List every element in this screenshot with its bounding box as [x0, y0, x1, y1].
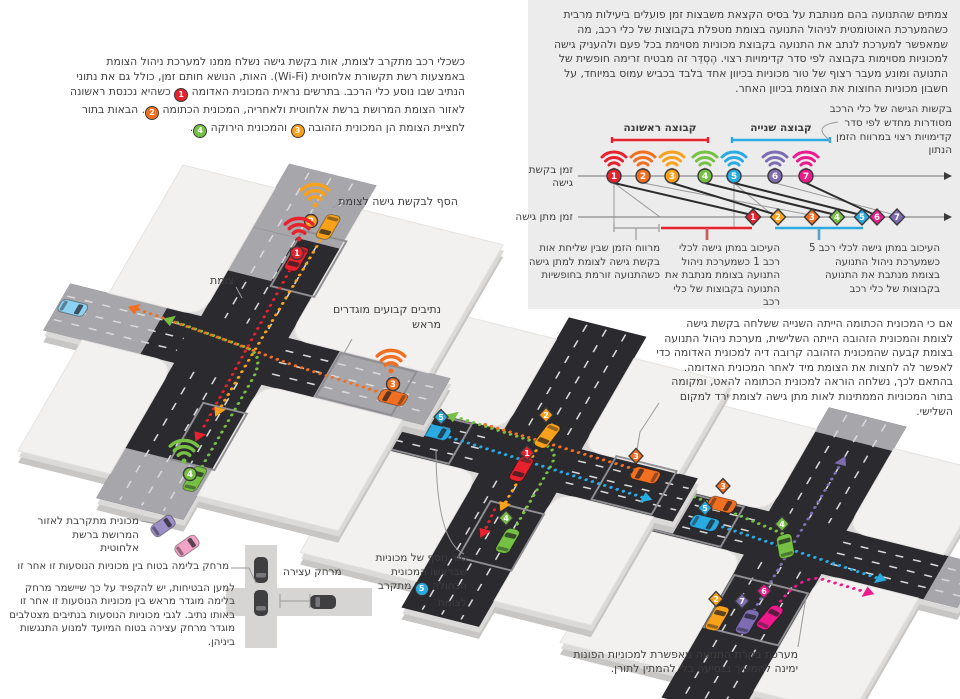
car-orange [706, 495, 738, 514]
intro-paragraph: צמתים שהתנועה בהם מנותבת על בסיס הקצאת מ… [554, 8, 948, 95]
badge-4: 4 [193, 124, 208, 138]
tile3-markers: 3 5 4 2 7 6 [697, 477, 790, 610]
car-black [254, 590, 268, 616]
car-gold [533, 423, 561, 449]
right-turn-label: מערכת בקרת התנועה מאפשרת למכוניות הפונות… [573, 648, 798, 676]
svg-text:3: 3 [720, 482, 726, 491]
axis-request-label: זמן בקשת גישה [528, 164, 573, 189]
svg-text:7: 7 [739, 597, 745, 606]
car-pink [174, 534, 200, 558]
approaching-label: מכונית מתקרבת לאזור המרושת ברשת אלחוטית [37, 515, 139, 554]
car-black [254, 557, 268, 583]
svg-text:6: 6 [761, 587, 767, 596]
svg-text:5: 5 [731, 172, 737, 182]
car-lavender [150, 514, 176, 538]
car-gold [315, 214, 341, 240]
svg-text:7: 7 [894, 213, 900, 223]
svg-text:3: 3 [669, 172, 675, 182]
svg-text:7: 7 [803, 172, 809, 182]
car-red [508, 456, 534, 482]
badge-2: 2 [145, 106, 160, 120]
tile1-markers: 2 1 4 3 [168, 182, 407, 482]
svg-text:2: 2 [543, 411, 549, 420]
svg-text:3: 3 [633, 452, 639, 461]
svg-text:2: 2 [713, 595, 719, 604]
svg-text:6: 6 [874, 213, 880, 223]
svg-text:1: 1 [294, 249, 300, 259]
car-green [495, 527, 520, 554]
svg-text:2: 2 [640, 172, 646, 182]
car-purple [734, 608, 760, 635]
grant-diamonds: 1 2 3 4 5 6 7 [744, 207, 906, 227]
svg-text:4: 4 [187, 470, 193, 480]
svg-text:5: 5 [702, 504, 708, 513]
svg-text:4: 4 [834, 213, 840, 223]
car-orange [377, 388, 409, 407]
axis-grant-label: זמן מתן גישה [515, 211, 573, 223]
svg-text:5: 5 [438, 413, 444, 422]
wifi-icon [720, 150, 748, 173]
middle-paragraph: אם כי המכונית הכתומה הייתה השנייה ששלחה … [656, 317, 953, 418]
caption-delay5: העיכוב במתן גישה לכלי רכב 5 כשמערכת ניהו… [809, 243, 940, 295]
braking-label: מרחק בלימה בטוח בין מכוניות הנוסעות זו א… [17, 561, 229, 572]
request-circles: 1 2 3 4 5 6 7 [606, 168, 814, 184]
svg-text:5: 5 [859, 213, 865, 223]
svg-text:6: 6 [772, 172, 778, 182]
svg-text:1: 1 [611, 172, 617, 182]
car-orange [629, 466, 661, 484]
car-green [775, 533, 795, 559]
badge-5: 5 [414, 582, 429, 596]
caption-delay1: העיכוב במתן גישה לכלי רכב 1 כשמערכת ניהו… [664, 243, 780, 309]
stopping-distance-inset [226, 545, 372, 648]
timeline-note: בקשות הגישה של כלי הרכב מסודרות מחדש לפי… [829, 103, 952, 157]
svg-text:4: 4 [702, 172, 708, 182]
car-magenta [755, 604, 784, 631]
intersection-1 [17, 163, 505, 543]
timeline-diagram [578, 121, 952, 240]
car-gold [704, 605, 730, 632]
wifi-icon [761, 150, 789, 173]
svg-text:1: 1 [750, 213, 756, 223]
svg-text:3: 3 [809, 213, 815, 223]
svg-text:2: 2 [775, 213, 781, 223]
car-cyan [689, 514, 720, 532]
badge-3: 3 [290, 124, 305, 138]
car-black [310, 595, 336, 609]
badge-1: 1 [174, 88, 189, 102]
queue-label: טור נוסף של מכוניות שבראשו המכונית הכחול… [375, 552, 467, 609]
fixed-lanes-label: נתיבים קבועים מוגדרים מראש [333, 303, 441, 331]
svg-text:3: 3 [390, 380, 396, 390]
safety-paragraph: למען הבטיחות, יש להקפיד על כך שיישמר מרח… [9, 583, 235, 648]
svg-text:4: 4 [779, 520, 785, 529]
label-connectors [140, 201, 807, 648]
car-lightblue [57, 299, 89, 317]
svg-text:4: 4 [503, 514, 509, 523]
group1-label: קבוצה ראשונה [623, 122, 697, 134]
svg-text:1: 1 [524, 449, 530, 458]
wifi-paragraph: כשכלי רכב מתקרב לצומת, אות בקשת גישה נשל… [65, 54, 465, 138]
stopping-label: מרחק עצירה [283, 566, 342, 578]
threshold-label: הסף לבקשת גישה לצומת [338, 195, 458, 208]
group2-label: קבוצה שנייה [750, 122, 812, 134]
junction-label: צומת [210, 274, 235, 287]
wifi-row [600, 150, 820, 173]
caption-interval: מרווח הזמן שבין שליחת אות בקשת גישה לצומ… [528, 243, 660, 282]
tile2-markers: 5 2 1 4 3 [433, 406, 644, 527]
